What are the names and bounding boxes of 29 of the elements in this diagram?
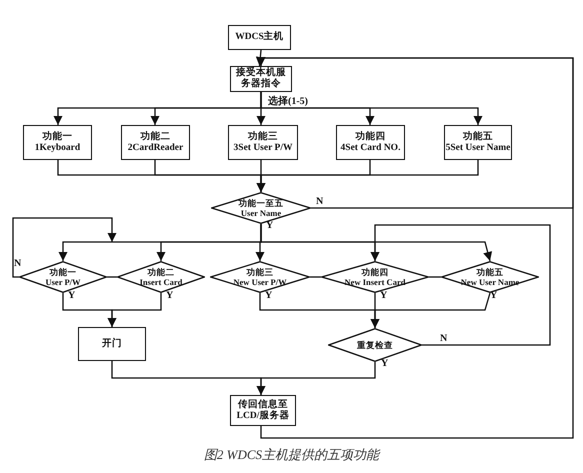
branch-label: Y [68, 290, 76, 301]
arrow [12, 217, 117, 278]
arrow [260, 92, 483, 125]
decision-diamond: 功能一 User P/W [19, 261, 107, 293]
arrow [256, 160, 479, 192]
branch-label: Y [380, 290, 388, 301]
branch-label: N [14, 258, 22, 269]
process-box: 功能三 3Set User P/W [228, 125, 298, 160]
process-box: 功能五 5Set User Name [444, 125, 512, 160]
process-box: 传回信息至LCD/服务器 [230, 395, 296, 426]
arrow [370, 292, 491, 328]
arrow [107, 293, 162, 327]
arrow [256, 362, 376, 395]
process-box: 功能二 2CardReader [121, 125, 190, 160]
arrow [370, 224, 551, 346]
branch-label: N [440, 333, 448, 344]
branch-label: N [316, 196, 324, 207]
branch-label: Y [166, 290, 174, 301]
branch-label: Y [265, 290, 272, 301]
caption: 图2 WDCS主机提供的五项功能 [202, 446, 382, 464]
process-box: 接受本机服务器指令 [230, 66, 292, 92]
process-box: 功能四 4Set Card NO. [336, 125, 405, 160]
process-box: WDCS主机 [228, 25, 291, 50]
process-box: 开门 [78, 327, 146, 361]
decision-diamond: 功能二 Insert Card [117, 261, 205, 293]
process-box: 功能一 1Keyboard [23, 125, 92, 160]
selection-label: 选择(1-5) [268, 94, 308, 108]
decision-diamond: 功能三 New User P/W [210, 261, 310, 293]
arrow [260, 224, 492, 262]
